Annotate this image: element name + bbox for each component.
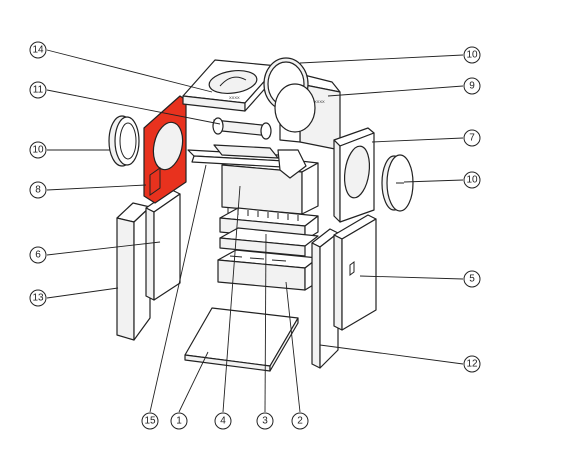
callout-label: 11: [33, 85, 44, 96]
part-3-middle-tray: [219, 207, 319, 257]
callout-label: 1: [176, 416, 182, 427]
callout-9: 9: [463, 77, 481, 95]
callout-2: 2: [291, 412, 309, 430]
callout-6: 6: [29, 246, 47, 264]
callout-label: 9: [469, 81, 475, 92]
callout-label: 10: [466, 50, 478, 61]
callout-5: 5: [463, 270, 481, 288]
callout-3: 3: [256, 412, 274, 430]
callout-4: 4: [214, 412, 232, 430]
leader-lines: [46, 49, 464, 413]
callout-11: 11: [29, 81, 47, 99]
callout-label: 5: [469, 274, 475, 285]
callout-10-right: 10: [463, 171, 481, 189]
callout-7: 7: [463, 129, 481, 147]
part-9-flue-collar: XXXX: [263, 57, 341, 151]
callout-label: 7: [469, 133, 475, 144]
part-13-left-outer-slab: [116, 202, 151, 341]
callout-label: 2: [297, 416, 303, 427]
callout-10-top: 10: [463, 46, 481, 64]
callout-12: 12: [463, 355, 481, 373]
part-7-right-baffle: [333, 127, 375, 223]
part-6-left-inner-slab: [145, 189, 181, 301]
callout-1: 1: [170, 412, 188, 430]
callout-label: 4: [220, 416, 226, 427]
part-10-right-disc: [381, 154, 414, 212]
part-8-left-baffle-highlighted: [143, 95, 187, 204]
callout-8: 8: [29, 181, 47, 199]
callout-13: 13: [29, 289, 47, 307]
callout-label: 15: [144, 416, 156, 427]
callout-label: 14: [32, 45, 44, 56]
svg-text:XXXX: XXXX: [229, 95, 240, 100]
callout-label: 3: [262, 416, 268, 427]
callout-label: 13: [32, 293, 44, 304]
callout-label: 10: [32, 145, 44, 156]
callout-10-left: 10: [29, 141, 47, 159]
svg-text:XXXX: XXXX: [314, 99, 325, 104]
callout-14: 14: [29, 41, 47, 59]
callout-label: 10: [466, 175, 478, 186]
part-15-front-bar: [187, 144, 307, 179]
part-5-right-inner-slab: [333, 214, 377, 331]
part-1-bottom-plate: [184, 307, 299, 372]
part-10-left-disc: [108, 115, 140, 167]
part-11-upper-tube: [212, 117, 272, 140]
callout-15: 15: [141, 412, 159, 430]
callout-label: 12: [466, 359, 478, 370]
callout-label: 6: [35, 250, 41, 261]
callout-label: 8: [35, 185, 41, 196]
